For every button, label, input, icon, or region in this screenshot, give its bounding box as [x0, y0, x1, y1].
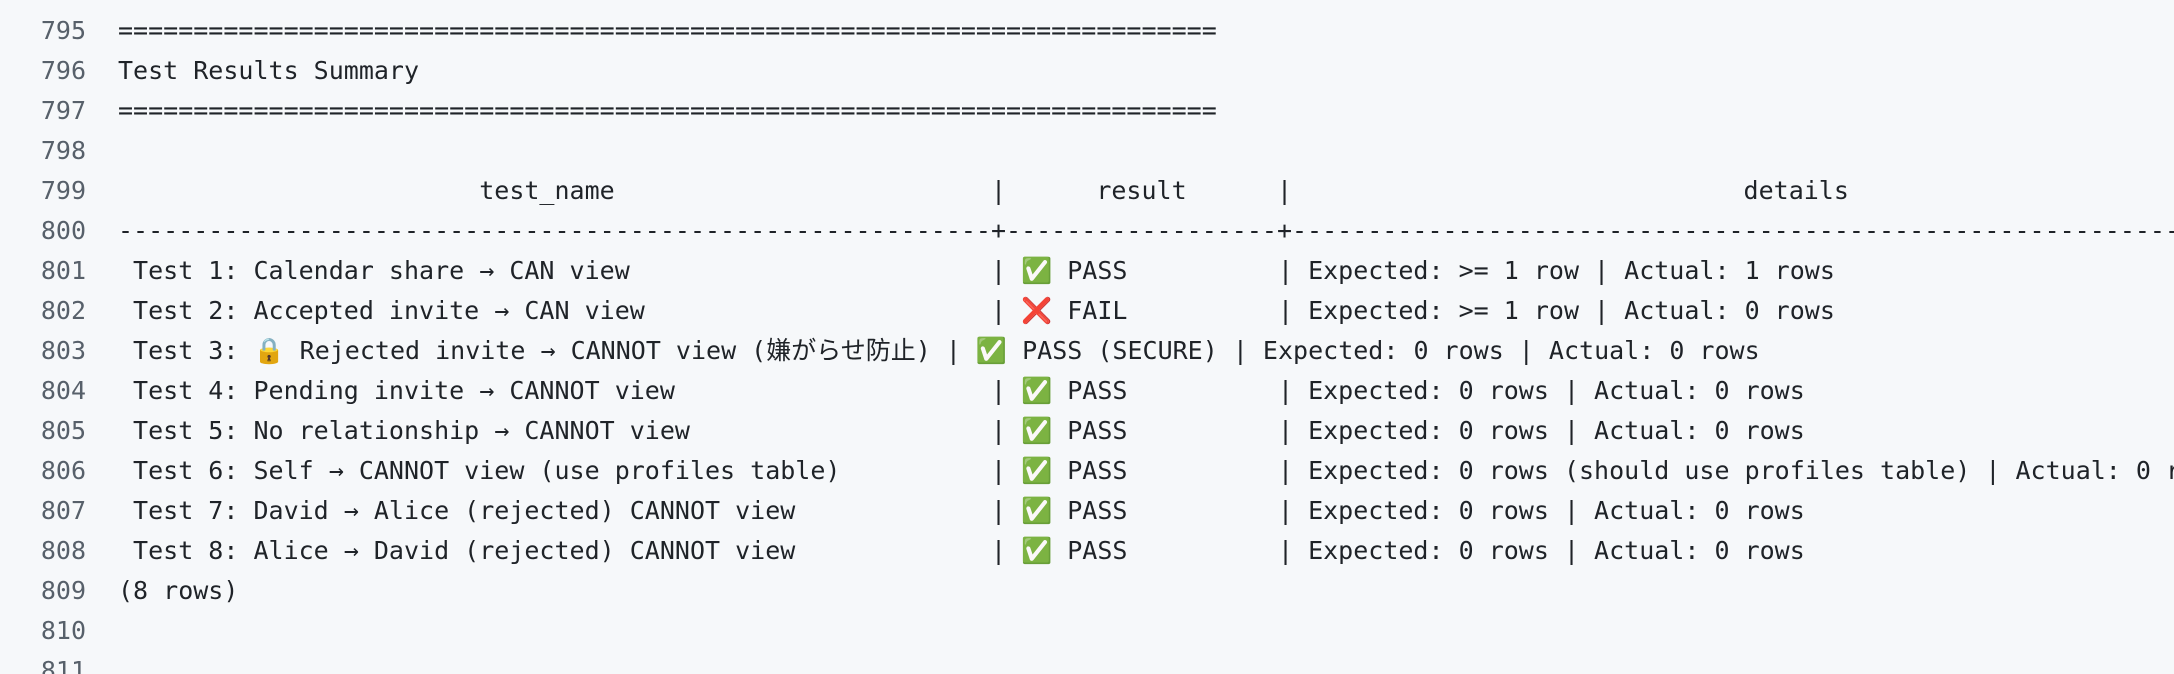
line-number: 807 — [40, 496, 86, 525]
summary-title: Test Results Summary — [118, 56, 420, 85]
table-row: Test 5: No relationship → CANNOT view | … — [118, 416, 1805, 445]
row-count: (8 rows) — [118, 576, 239, 605]
table-row: Test 1: Calendar share → CAN view | ✅ PA… — [118, 256, 1835, 285]
line-number: 799 — [40, 176, 86, 205]
code-line-801: 801 Test 1: Calendar share → CAN view | … — [0, 251, 2174, 291]
code-line-805: 805 Test 5: No relationship → CANNOT vie… — [0, 411, 2174, 451]
table-row: Test 6: Self → CANNOT view (use profiles… — [118, 456, 2174, 485]
line-number: 802 — [40, 296, 86, 325]
table-row: Test 3: 🔒 Rejected invite → CANNOT view … — [118, 336, 1760, 365]
code-line-802: 802 Test 2: Accepted invite → CAN view |… — [0, 291, 2174, 331]
code-line-799: 799 test_name | result | details — [0, 171, 2174, 211]
code-line-808: 808 Test 8: Alice → David (rejected) CAN… — [0, 531, 2174, 571]
separator-line: ========================================… — [118, 16, 1217, 45]
code-line-810: 810 — [0, 611, 2174, 651]
line-number: 811 — [40, 656, 86, 674]
line-number: 800 — [40, 216, 86, 245]
code-line-804: 804 Test 4: Pending invite → CANNOT view… — [0, 371, 2174, 411]
table-row: Test 8: Alice → David (rejected) CANNOT … — [118, 536, 1805, 565]
code-line-795: 795 ====================================… — [0, 11, 2174, 51]
code-line-806: 806 Test 6: Self → CANNOT view (use prof… — [0, 451, 2174, 491]
line-number: 806 — [40, 456, 86, 485]
line-number: 798 — [40, 136, 86, 165]
code-line-798: 798 — [0, 131, 2174, 171]
line-number: 803 — [40, 336, 86, 365]
table-row: Test 7: David → Alice (rejected) CANNOT … — [118, 496, 1805, 525]
code-line-807: 807 Test 7: David → Alice (rejected) CAN… — [0, 491, 2174, 531]
line-number: 795 — [40, 16, 86, 45]
line-number: 805 — [40, 416, 86, 445]
line-number: 809 — [40, 576, 86, 605]
line-number: 796 — [40, 56, 86, 85]
line-number: 797 — [40, 96, 86, 125]
line-number: 801 — [40, 256, 86, 285]
line-number: 808 — [40, 536, 86, 565]
code-line-797: 797 ====================================… — [0, 91, 2174, 131]
line-number: 804 — [40, 376, 86, 405]
table-divider: ----------------------------------------… — [118, 216, 2174, 245]
code-line-800: 800 ------------------------------------… — [0, 211, 2174, 251]
separator-line: ========================================… — [118, 96, 1217, 125]
table-header: test_name | result | details — [118, 176, 1849, 205]
code-line-811: 811 — [0, 651, 2174, 674]
table-row: Test 2: Accepted invite → CAN view | ❌ F… — [118, 296, 1835, 325]
code-line-803: 803 Test 3: 🔒 Rejected invite → CANNOT v… — [0, 331, 2174, 371]
table-row: Test 4: Pending invite → CANNOT view | ✅… — [118, 376, 1805, 405]
line-number: 810 — [40, 616, 86, 645]
code-line-809: 809 (8 rows) — [0, 571, 2174, 611]
code-line-796: 796 Test Results Summary — [0, 51, 2174, 91]
